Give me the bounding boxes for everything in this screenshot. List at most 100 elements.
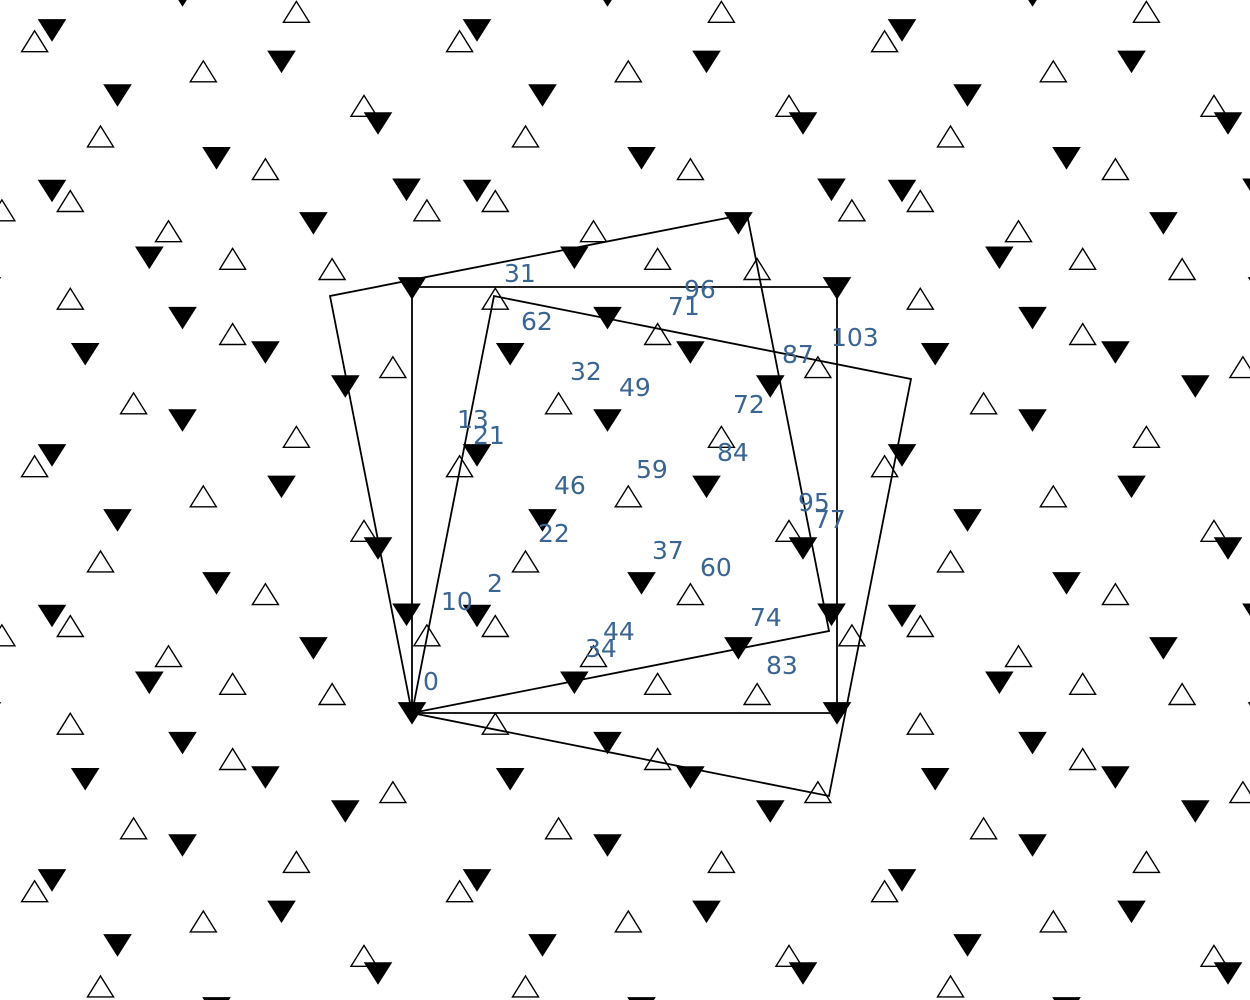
hollow-triangle-marker [614, 909, 643, 933]
hollow-triangle-marker [511, 124, 540, 148]
filled-triangle-marker [1018, 834, 1047, 857]
hollow-triangle-marker [119, 391, 148, 415]
hollow-triangle-marker [1004, 644, 1033, 668]
site-label: 83 [766, 651, 798, 680]
filled-triangle-marker [817, 603, 846, 627]
filled-triangle-marker [627, 147, 656, 170]
hollow-triangle-marker [251, 582, 280, 606]
filled-triangle-marker [1117, 475, 1146, 499]
hollow-triangle-marker [936, 124, 965, 148]
filled-triangle-marker [37, 19, 67, 42]
site-label: 10 [441, 587, 473, 616]
hollow-triangle-marker [643, 247, 672, 270]
hollow-triangle-marker [349, 94, 379, 118]
filled-triangle-marker [202, 572, 231, 595]
hollow-triangle-marker [614, 484, 643, 508]
hollow-triangle-marker [378, 355, 408, 379]
hollow-triangle-marker [936, 974, 965, 998]
filled-triangle-marker [985, 246, 1014, 270]
hollow-triangle-marker [119, 816, 148, 840]
unit-cells [328, 212, 913, 798]
filled-triangle-marker [495, 343, 525, 366]
filled-triangle-marker [178, 0, 187, 7]
filled-triangle-marker [267, 475, 296, 499]
filled-triangle-marker [168, 731, 197, 755]
filled-triangle-marker [920, 343, 950, 366]
filled-triangle-marker [462, 869, 492, 892]
hollow-triangle-marker [1068, 322, 1097, 346]
filled-triangle-marker [1213, 537, 1243, 560]
filled-triangle-marker [70, 343, 100, 366]
filled-triangle-marker [1247, 277, 1250, 281]
hollow-triangle-marker [56, 614, 85, 638]
site-label: 37 [652, 536, 684, 565]
filled-triangle-marker [202, 997, 231, 1000]
site-label: 13 [457, 405, 489, 434]
hollow-triangle-marker [349, 519, 379, 542]
filled-triangle-marker [363, 962, 393, 985]
hollow-triangle-marker [218, 672, 247, 695]
filled-triangle-marker [953, 509, 982, 532]
site-label: 46 [554, 471, 586, 500]
hollow-triangle-marker [0, 623, 17, 647]
filled-triangle-marker [251, 341, 280, 364]
filled-triangle-marker [462, 19, 492, 42]
hollow-triangle-marker [1167, 257, 1197, 281]
filled-triangle-marker [363, 537, 393, 560]
filled-triangle-marker [528, 934, 557, 957]
unit-cell-rotated-large [328, 212, 831, 715]
filled-triangle-marker [70, 768, 100, 791]
hollow-triangle-marker [1039, 59, 1068, 83]
hollow-triangle-marker [1068, 247, 1097, 270]
filled-triangle-marker [251, 766, 280, 789]
filled-triangle-marker [985, 671, 1014, 695]
filled-triangle-marker [920, 768, 950, 791]
hollow-triangle-marker [154, 644, 183, 668]
hollow-triangle-marker [317, 257, 347, 281]
filled-triangle-marker [1018, 731, 1047, 755]
filled-triangle-marker [1149, 212, 1178, 235]
filled-triangle-marker [887, 19, 917, 42]
filled-triangle-marker [953, 934, 982, 957]
hollow-triangle-marker [1167, 682, 1197, 706]
hollow-triangle-marker [803, 355, 833, 379]
hollow-triangle-marker [774, 519, 804, 542]
hollow-triangle-marker [445, 879, 474, 903]
hollow-triangle-marker [1068, 747, 1097, 771]
filled-triangle-marker [756, 800, 785, 823]
hollow-triangle-marker [906, 711, 935, 735]
site-label: 49 [619, 373, 651, 402]
hollow-triangle-marker [1039, 909, 1068, 933]
site-label: 22 [538, 519, 570, 548]
filled-triangle-marker [692, 900, 721, 924]
filled-triangle-marker [528, 84, 557, 107]
hollow-triangle-marker [218, 322, 247, 346]
filled-triangle-marker [462, 179, 492, 203]
filled-triangle-marker [1181, 375, 1210, 398]
filled-triangle-marker [1181, 800, 1210, 823]
filled-triangle-marker [299, 637, 328, 660]
hollow-triangle-marker [837, 623, 867, 647]
hollow-triangle-marker [282, 0, 311, 23]
filled-triangle-marker [331, 800, 360, 823]
filled-triangle-marker [37, 604, 67, 628]
site-label: 96 [684, 275, 716, 304]
hollow-triangle-marker [0, 198, 17, 222]
hollow-triangle-marker [481, 286, 510, 310]
filled-triangle-marker [462, 604, 492, 628]
hollow-triangle-marker [189, 59, 218, 83]
filled-triangle-marker [267, 50, 296, 74]
hollow-triangle-marker [579, 644, 608, 668]
filled-triangle-marker [1018, 306, 1047, 330]
hollow-triangle-marker [614, 59, 643, 83]
hollow-triangle-marker [445, 29, 474, 53]
hollow-triangle-marker [1101, 582, 1130, 606]
hollow-triangle-marker [56, 286, 85, 310]
hollow-triangle-marker [218, 747, 247, 771]
hollow-triangle-marker [481, 189, 510, 213]
site-label: 2 [487, 569, 503, 598]
site-label: 44 [603, 617, 635, 646]
hollow-triangle-marker [20, 879, 49, 903]
hollow-triangle-marker [1039, 484, 1068, 508]
filled-triangle-marker [1117, 50, 1146, 74]
